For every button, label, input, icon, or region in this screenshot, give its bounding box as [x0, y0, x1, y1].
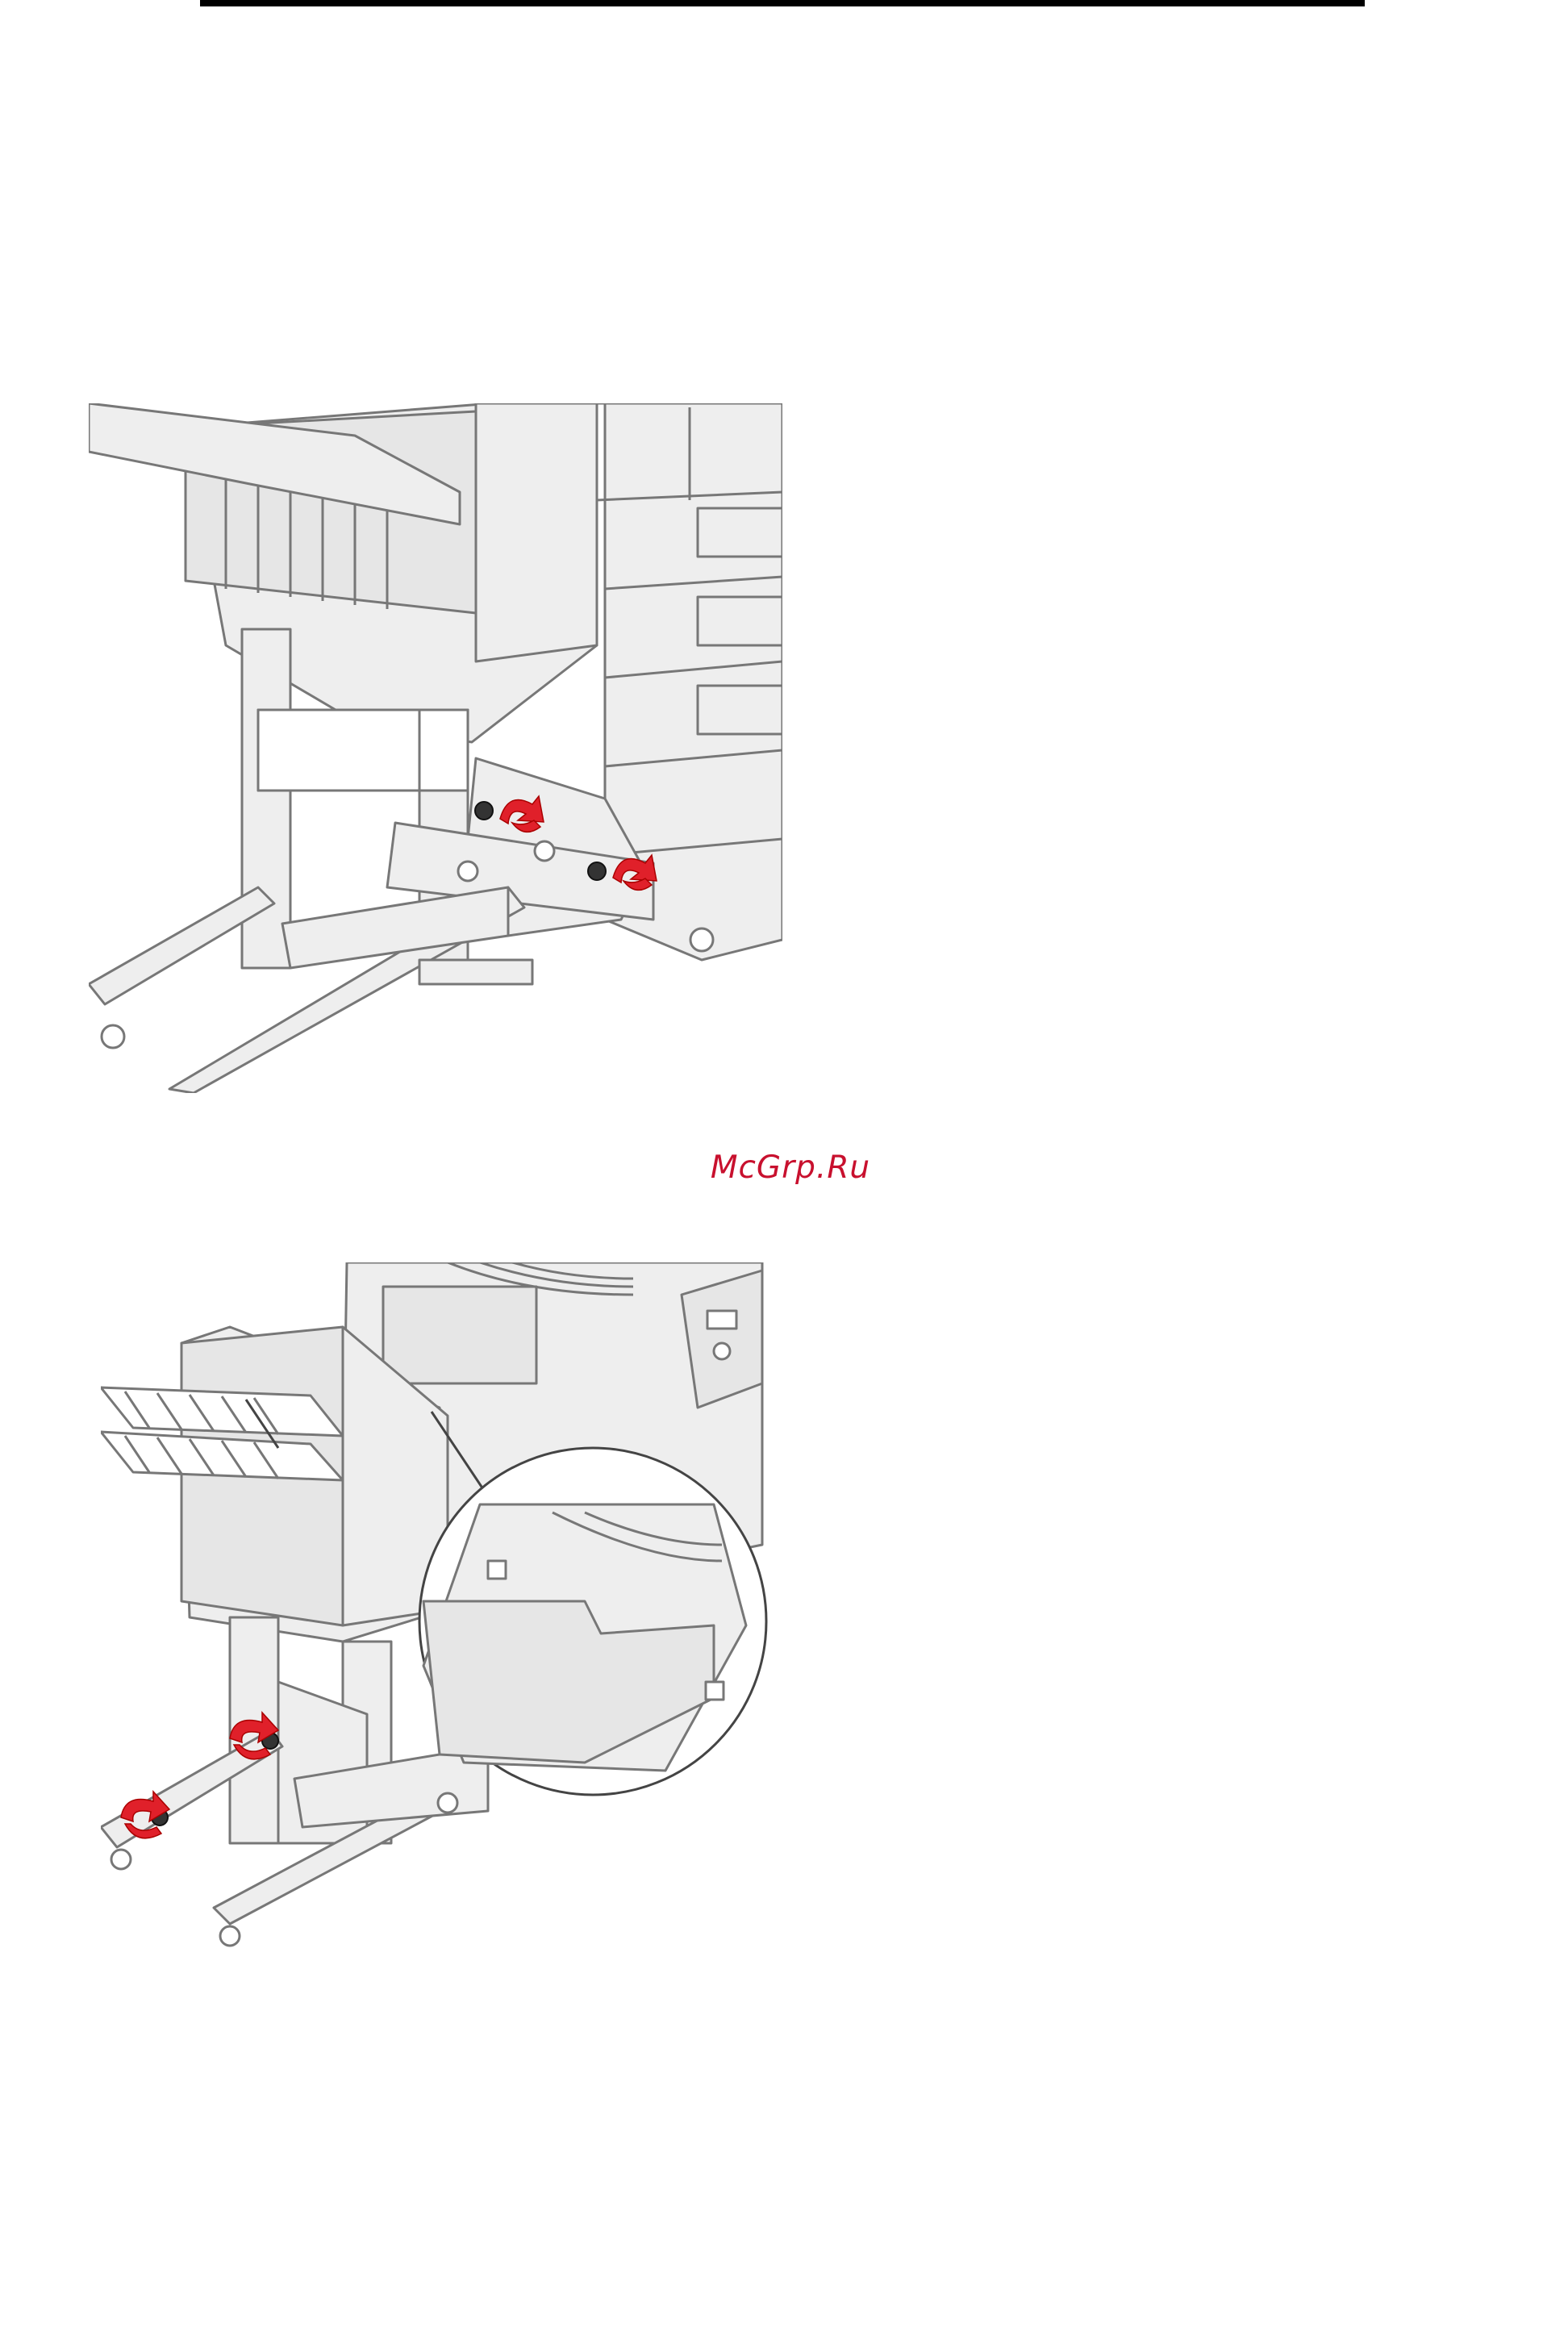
watermark-text: McGrp.Ru — [678, 1149, 903, 1186]
finisher-attach-illustration-with-callout — [101, 1262, 794, 1948]
header-rule — [200, 0, 1365, 6]
finisher-stand-screws-illustration — [89, 403, 782, 1093]
